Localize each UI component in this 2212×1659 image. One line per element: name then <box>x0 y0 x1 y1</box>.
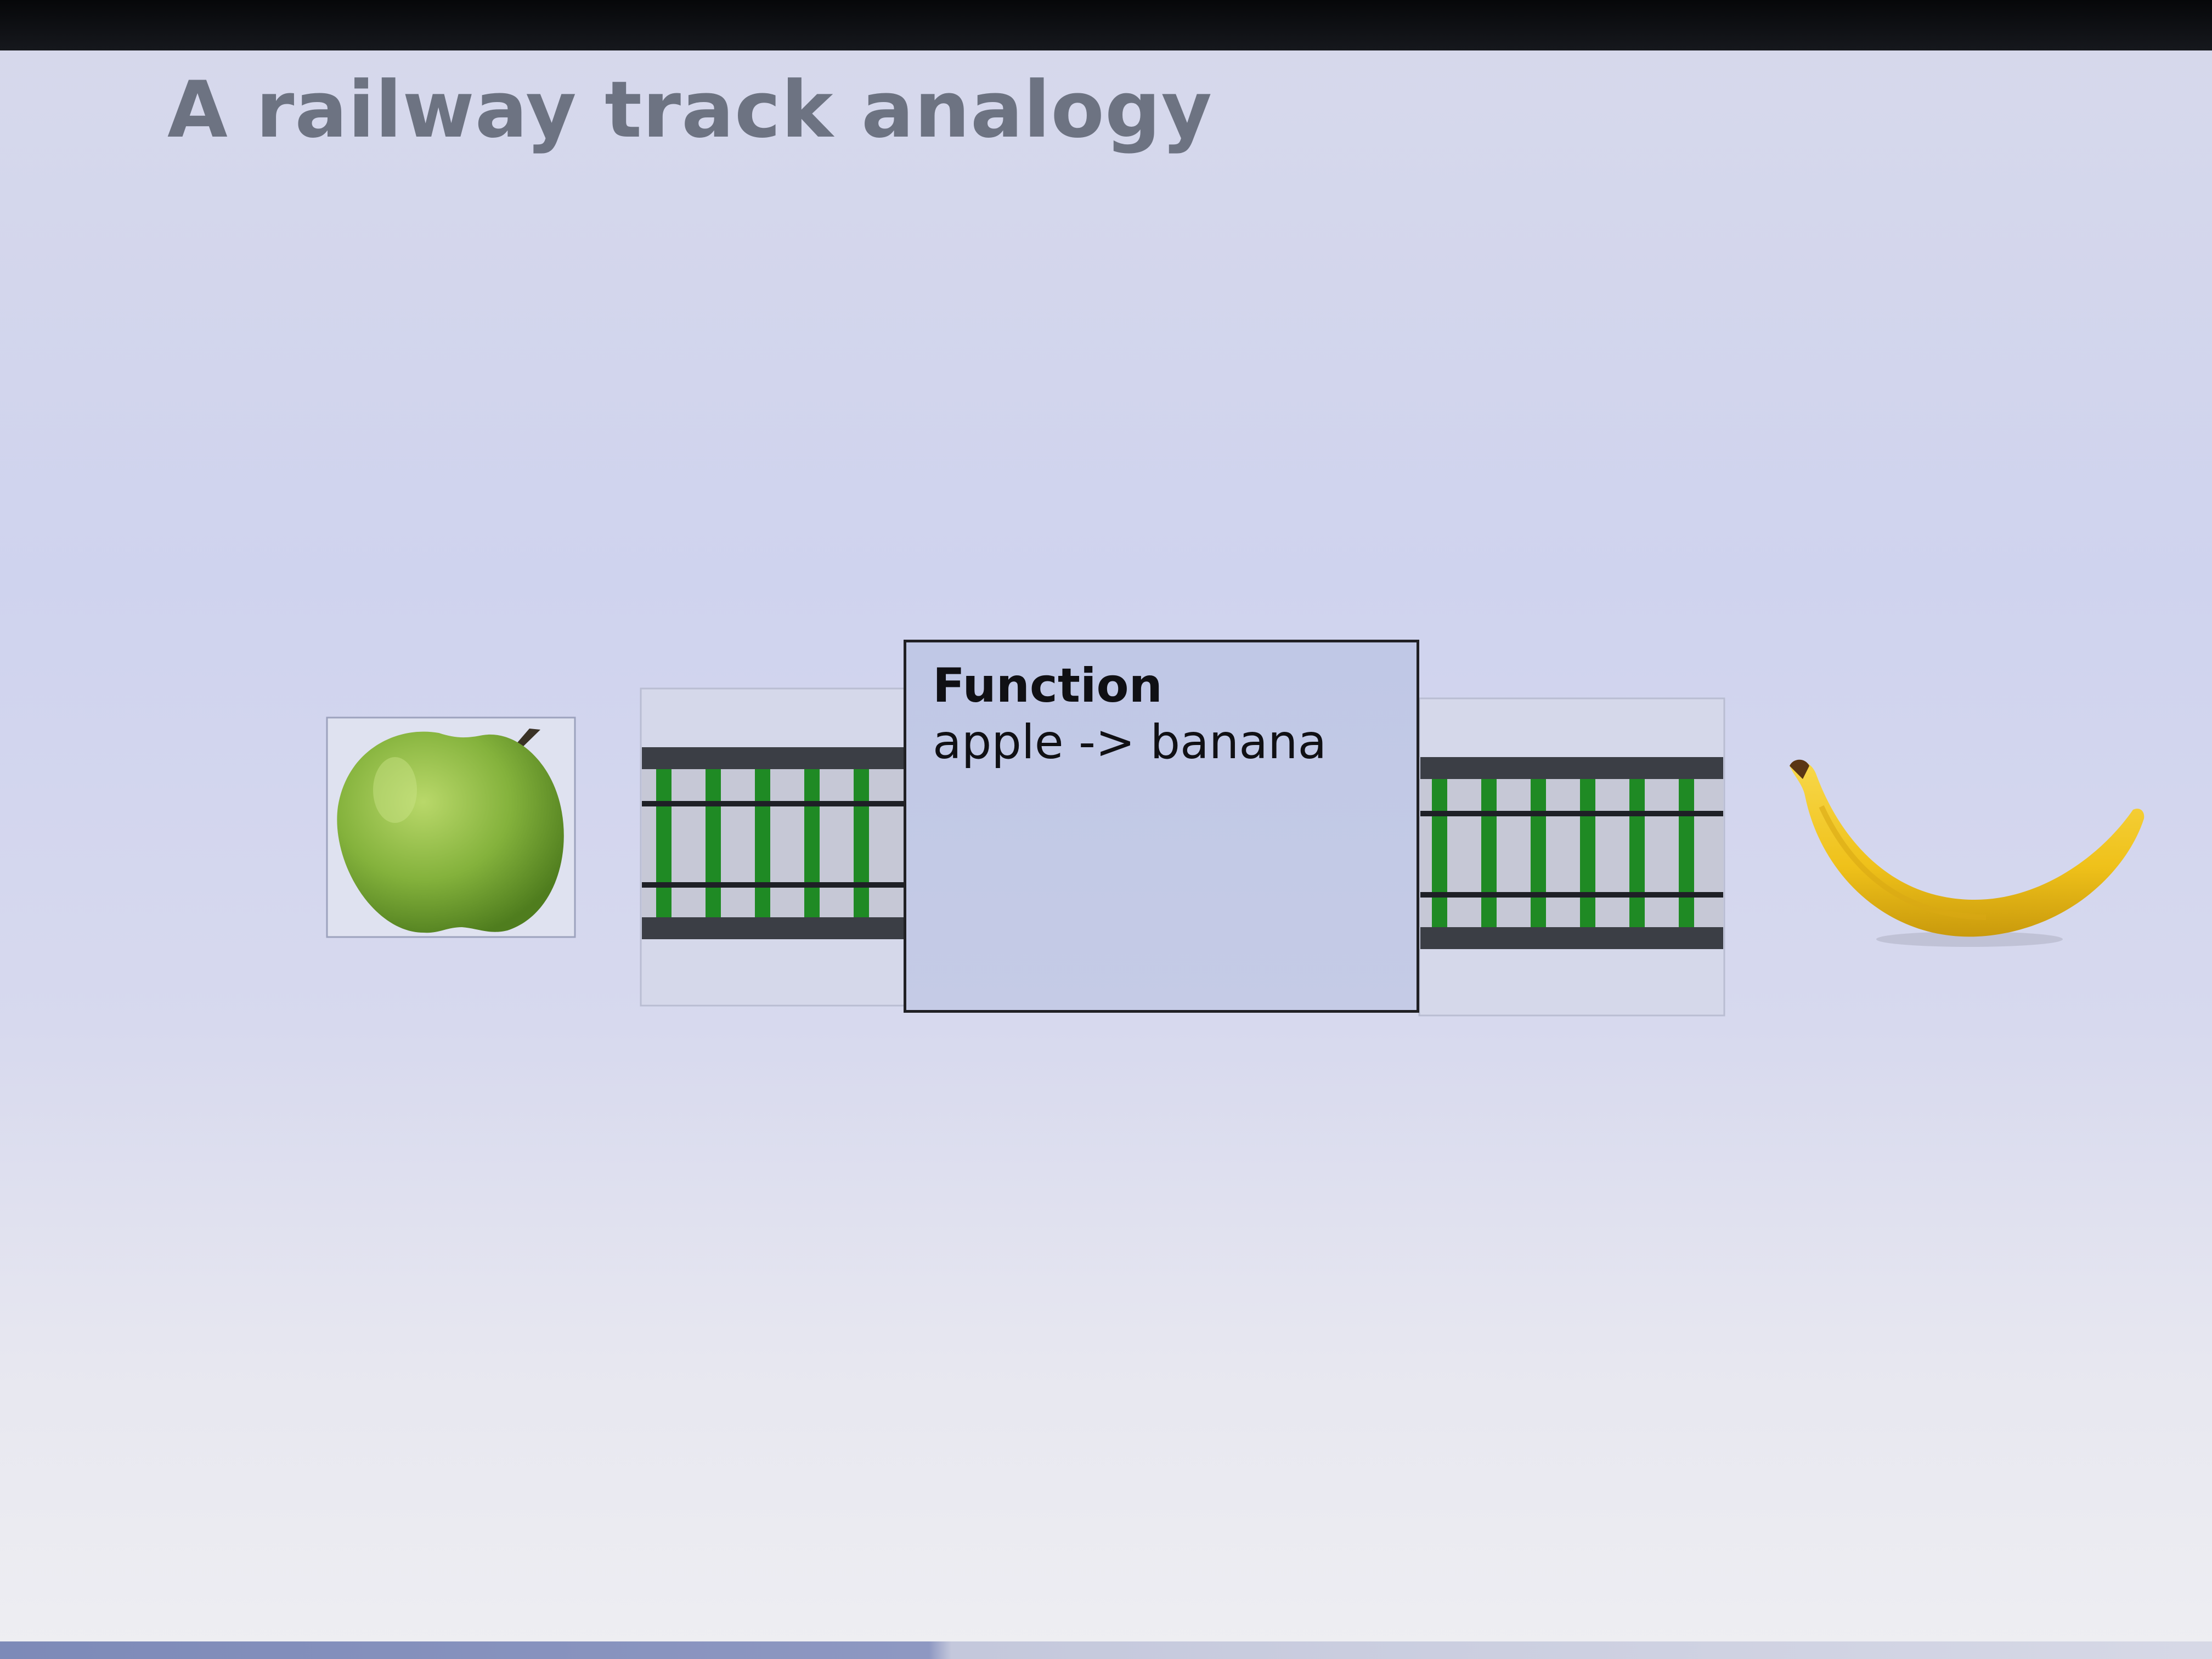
function-box: Function apple -> banana <box>904 640 1419 1013</box>
railway-track-right <box>1418 697 1725 1017</box>
screen-bezel <box>0 0 2212 50</box>
function-signature: apple -> banana <box>933 715 1327 770</box>
slide-title: A railway track analogy <box>167 65 1213 155</box>
apple-icon <box>326 716 576 938</box>
banana-icon <box>1790 759 2145 947</box>
function-title: Function <box>933 658 1163 713</box>
railway-track-left <box>640 687 906 1007</box>
screen-bottom-strip <box>0 1641 2212 1659</box>
